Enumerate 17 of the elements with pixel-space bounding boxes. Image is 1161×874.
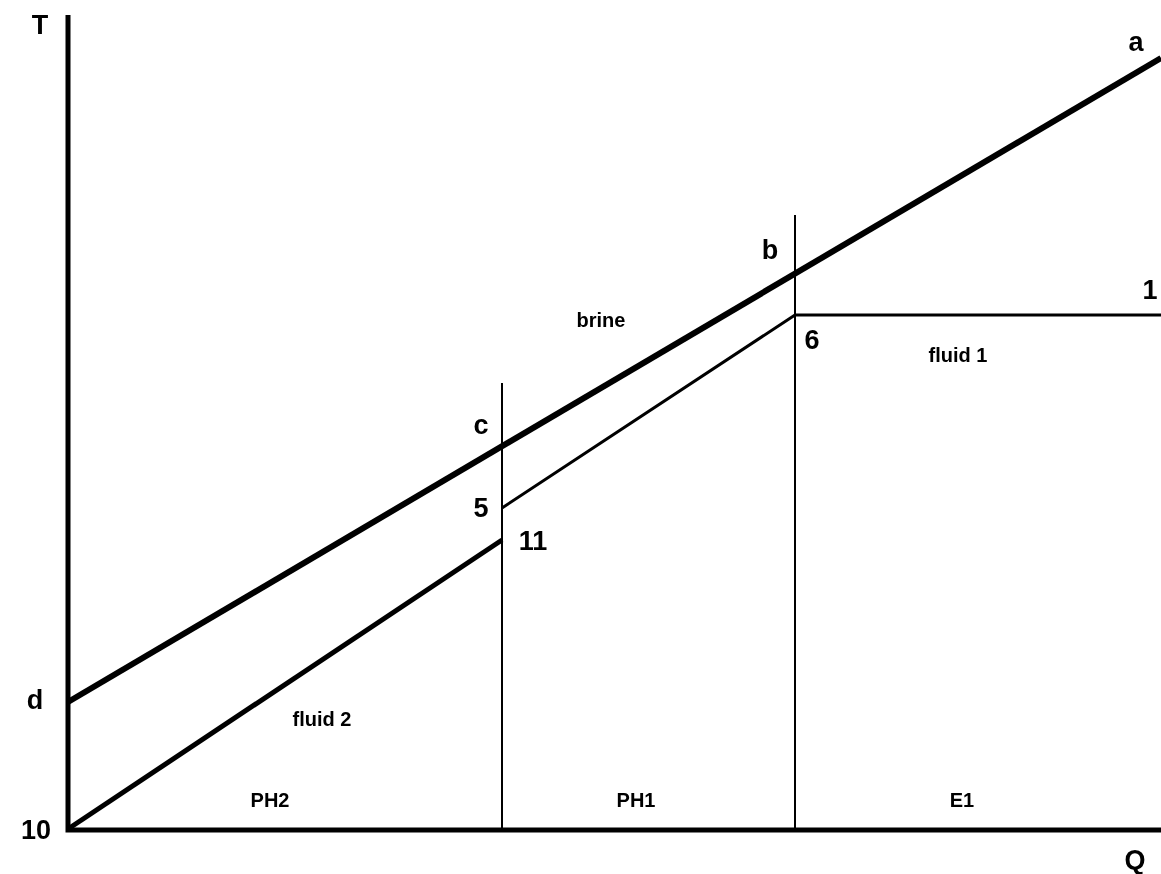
point-label: 5 [473,494,489,522]
point-label: Q [1124,846,1146,874]
point-label: 6 [804,326,820,354]
point-label: PH2 [250,790,290,810]
point-label: b [761,236,779,264]
point-label: 11 [518,527,548,555]
point-label: fluid 2 [292,709,352,729]
point-label: a [1128,28,1144,56]
point-label: c [473,411,489,439]
point-label: fluid 1 [928,345,988,365]
point-label: T [31,11,49,39]
point-label: 10 [21,816,51,844]
point-label: PH1 [616,790,656,810]
point-label: brine [576,310,626,330]
point-label: 1 [1142,276,1158,304]
point-label: d [26,686,44,714]
point-label: E1 [949,790,975,810]
